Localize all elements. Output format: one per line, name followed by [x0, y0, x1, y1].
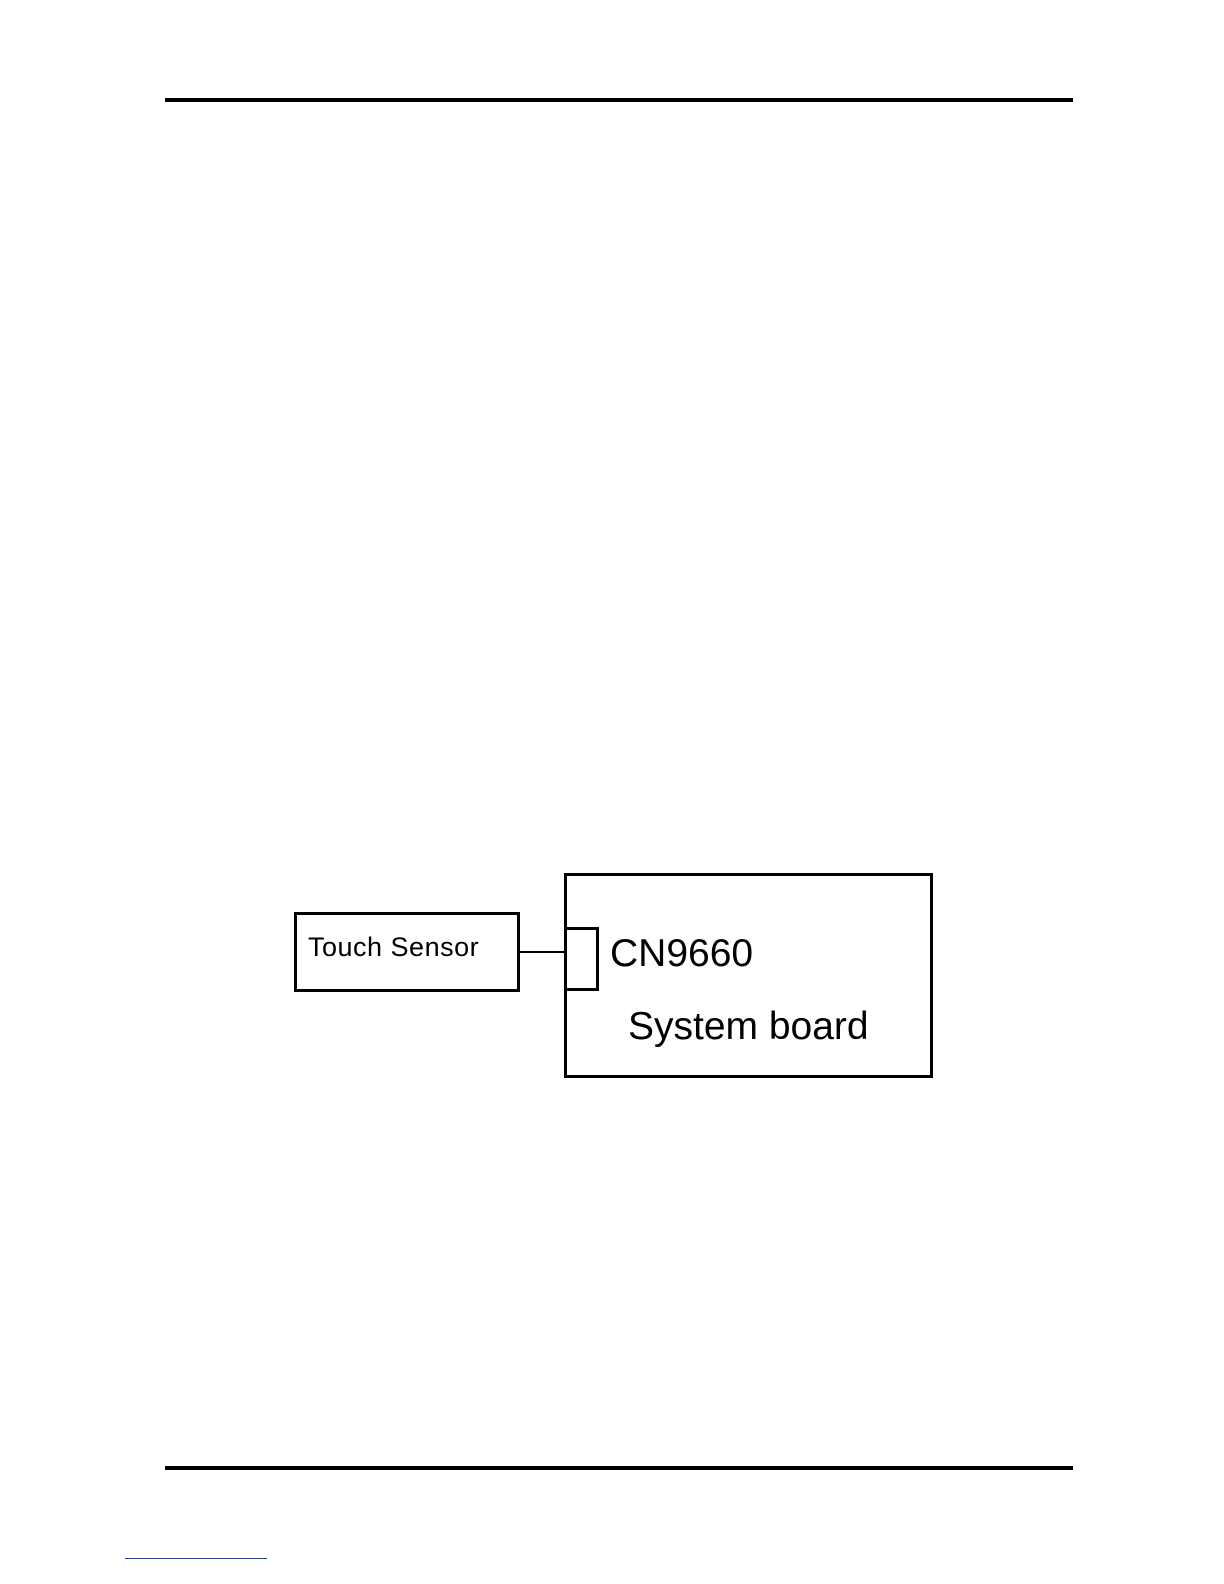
connector-box — [564, 927, 599, 991]
system-board-label: System board — [628, 1004, 869, 1050]
header-rule — [165, 98, 1073, 102]
footer-rule — [165, 1466, 1073, 1470]
touch-sensor-label: Touch Sensor — [308, 930, 479, 964]
connector-label: CN9660 — [610, 931, 753, 977]
footer-link-underline[interactable] — [125, 1558, 267, 1559]
sensor-cable-line — [517, 951, 567, 953]
